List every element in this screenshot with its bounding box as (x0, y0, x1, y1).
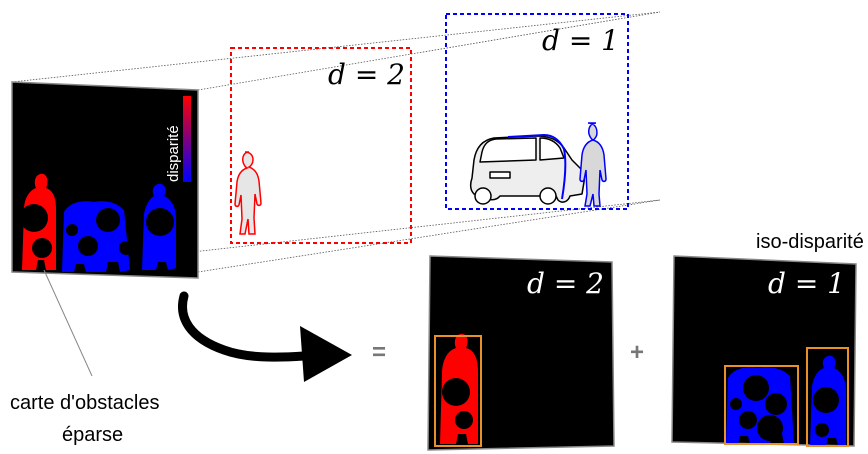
panel-far-label: d = 1 (768, 267, 845, 300)
caption-pointer (44, 270, 92, 376)
disparity-colorbar (183, 96, 191, 182)
iso-panel-far: d = 1 (672, 256, 856, 446)
near-plane: d = 2 (231, 48, 411, 243)
disparity-legend-label: disparité (165, 125, 182, 182)
map-caption-line1: carte d'obstacles (10, 392, 159, 414)
near-plane-label: d = 2 (328, 58, 405, 91)
iso-panel-near: d = 2 (428, 256, 614, 450)
iso-disparity-title: iso-disparité (756, 231, 864, 253)
pedestrian-icon (235, 152, 261, 234)
plus-sign: + (630, 339, 644, 366)
curved-arrow-icon (183, 296, 352, 382)
sparse-obstacle-map: disparité (12, 82, 198, 278)
equals-sign: = (372, 339, 386, 366)
map-caption-line2: éparse (62, 424, 123, 446)
panel-near-label: d = 2 (527, 267, 604, 300)
far-plane-label: d = 1 (542, 24, 619, 57)
car-icon (471, 135, 585, 204)
pedestrian-icon (580, 123, 606, 206)
